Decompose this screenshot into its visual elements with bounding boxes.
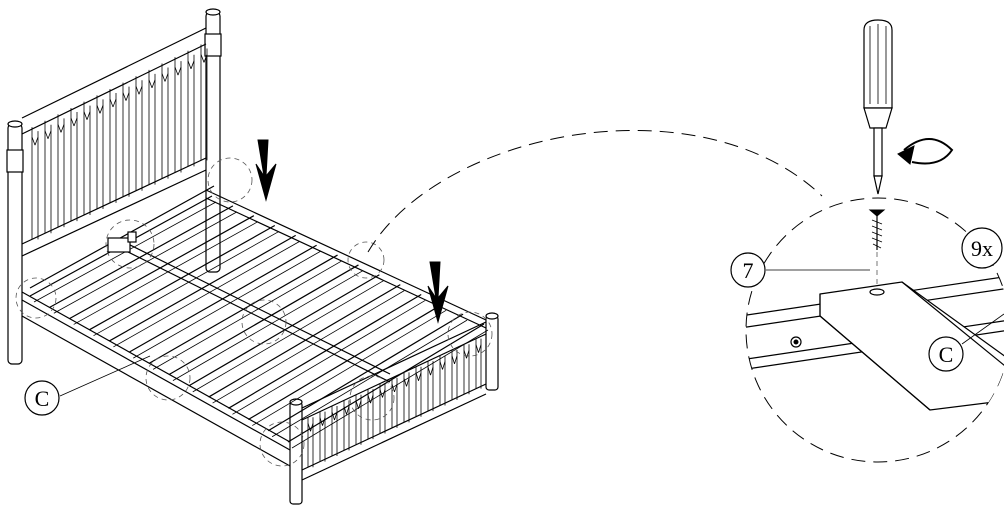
quantity-label: 9x xyxy=(971,236,993,261)
headboard-panel xyxy=(21,27,208,257)
part-c-detail-callout: C xyxy=(928,336,964,372)
part-c-detail-label: C xyxy=(939,342,954,367)
detail-view: 7 9x C xyxy=(730,19,1004,463)
bed-slats xyxy=(29,195,489,449)
footboard-panel xyxy=(301,321,487,481)
center-support xyxy=(107,231,391,383)
part-7-label: 7 xyxy=(743,258,754,283)
slat-c-detail xyxy=(819,281,1004,411)
part-c-callout: C xyxy=(24,380,60,416)
down-arrow-icon xyxy=(255,139,449,324)
part-c-label: C xyxy=(35,386,50,411)
footboard-left-post xyxy=(289,398,303,505)
quantity-callout: 9x xyxy=(961,227,1003,269)
screwdriver-icon xyxy=(863,19,893,195)
footboard-right-post xyxy=(485,312,499,391)
screw-icon xyxy=(868,209,886,288)
headboard-left-post xyxy=(6,120,24,365)
clockwise-rotation-arrow-icon xyxy=(897,138,954,165)
bed-frame xyxy=(6,8,499,505)
part-7-callout: 7 xyxy=(730,252,766,288)
detail-link-arc xyxy=(367,130,823,253)
detail-circles xyxy=(15,157,493,467)
headboard-right-post xyxy=(204,8,222,273)
